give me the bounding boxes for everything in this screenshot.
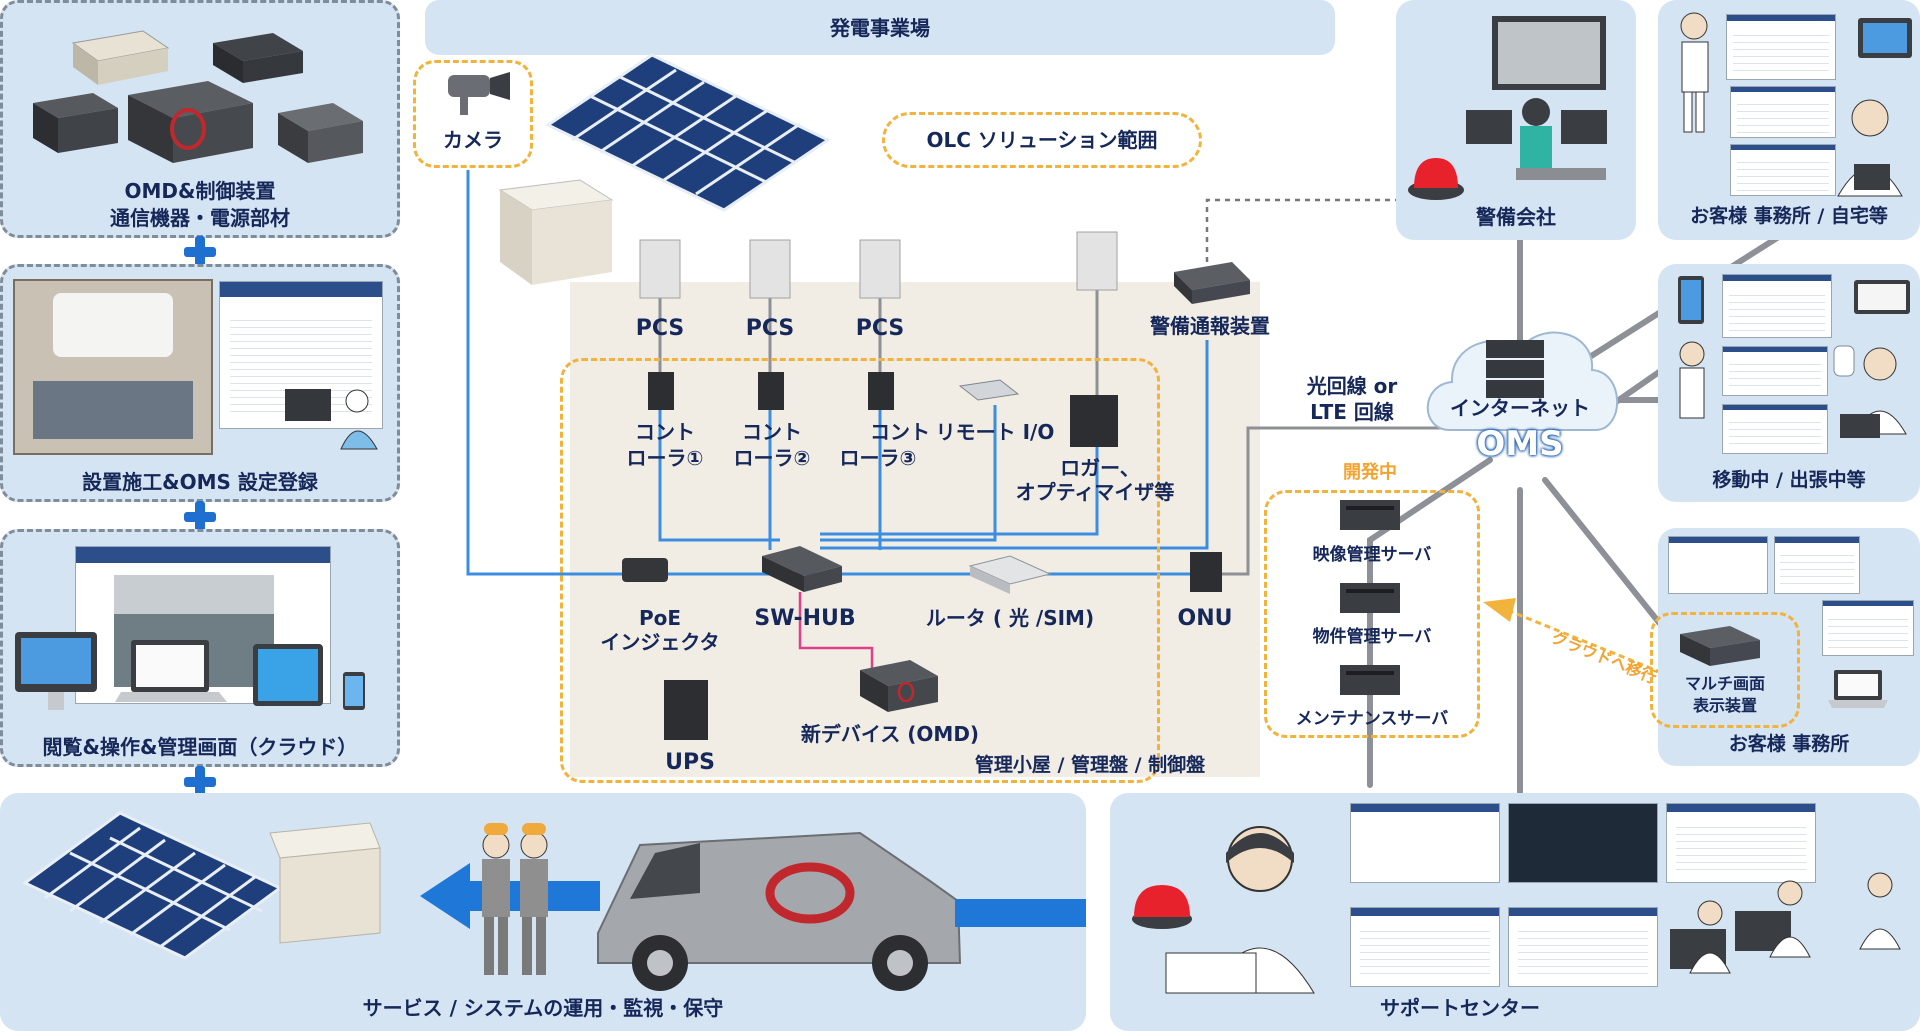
mobile-people-illustration	[1678, 276, 1910, 438]
multi-screen-device-illustration	[1680, 626, 1760, 666]
site-title-bar: 発電事業場	[425, 0, 1335, 55]
plus-icon	[180, 497, 220, 537]
server-label-maintenance: メンテナンスサーバ	[1295, 709, 1449, 729]
plus-icon	[180, 762, 220, 802]
line-label-2: LTE 回線	[1310, 400, 1394, 424]
onu-label: ONU	[1177, 606, 1233, 631]
panel-customer-office: マルチ画面 表示装置 お客様 事務所	[1650, 528, 1920, 766]
panel-support-center: サポートセンター	[1110, 793, 1920, 1031]
laptop-icon	[1828, 670, 1888, 708]
multi-screen-screenshot	[1668, 536, 1768, 594]
omd-label-line1: OMD&制御装置	[124, 179, 276, 203]
support-label: サポートセンター	[1380, 996, 1540, 1020]
new-device-label: 新デバイス (OMD)	[800, 722, 980, 746]
dev-servers-group	[1264, 490, 1480, 738]
devices-illustration	[15, 632, 365, 710]
swhub-label: SW-HUB	[754, 606, 856, 631]
camera-group	[413, 60, 533, 168]
pcs-label-2: PCS	[745, 316, 795, 341]
remote-io-label: リモート I/O	[935, 420, 1055, 444]
support-screenshot	[1350, 803, 1500, 883]
customer-office-label: お客様 事務所	[1728, 733, 1850, 755]
support-screenshot	[1508, 907, 1658, 987]
customer-home-screenshot	[1730, 144, 1836, 196]
support-screenshot	[1350, 907, 1500, 987]
view-label: 閲覧&操作&管理画面（クラウド）	[42, 735, 358, 759]
internet-label: インターネット	[1450, 396, 1590, 420]
service-label: サービス / システムの運用・監視・保守	[362, 996, 724, 1020]
ups-label: UPS	[665, 750, 715, 775]
server-label-video: 映像管理サーバ	[1312, 545, 1432, 565]
controller-1-line2: ローラ①	[626, 446, 704, 470]
install-photo	[13, 279, 213, 455]
server-label-property: 物件管理サーバ	[1312, 627, 1432, 647]
service-illustration	[22, 811, 1086, 991]
line-label-1: 光回線 or	[1306, 374, 1398, 398]
olc-scope-label: OLC ソリューション範囲	[926, 128, 1158, 152]
pcs-label-3: PCS	[855, 316, 905, 341]
panel-omd-devices: OMD&制御装置 通信機器・電源部材	[0, 0, 400, 238]
panel-install: 設置施工&OMS 設定登録	[0, 264, 400, 502]
controller-2-line1: コント	[742, 420, 802, 444]
support-screenshot	[1508, 803, 1658, 883]
panel-view-operate: 閲覧&操作&管理画面（クラウド）	[0, 529, 400, 767]
dev-label: 開発中	[1343, 462, 1397, 483]
plus-icon	[180, 232, 220, 272]
controller-3-line1: コント	[870, 420, 930, 444]
support-people-illustration	[1132, 826, 1901, 994]
mobile-screenshot	[1722, 274, 1832, 338]
security-company-label: 警備会社	[1476, 205, 1556, 229]
multi-screen-group	[1650, 612, 1800, 728]
mobile-label: 移動中 / 出張中等	[1712, 469, 1866, 491]
site-title: 発電事業場	[830, 16, 930, 40]
oms-label: OMS	[1476, 424, 1564, 464]
controller-2-line2: ローラ②	[733, 446, 811, 470]
mobile-screenshot	[1722, 346, 1828, 396]
office-home-label: お客様 事務所 / 自宅等	[1690, 205, 1888, 227]
poe-label-line1: PoE	[638, 606, 682, 630]
operator-illustration	[285, 389, 378, 450]
panel-service: サービス / システムの運用・監視・保守	[0, 793, 1086, 1031]
pcs-label-1: PCS	[635, 316, 685, 341]
camera-label: カメラ	[443, 128, 503, 152]
controller-1-line1: コント	[635, 420, 695, 444]
router-label: ルータ ( 光 /SIM)	[925, 606, 1095, 630]
logger-label-line1: ロガー、	[1060, 456, 1140, 480]
panel-security-company: 警備会社	[1396, 0, 1636, 240]
support-screenshot	[1666, 803, 1816, 883]
install-label: 設置施工&OMS 設定登録	[82, 470, 318, 494]
mobile-screenshot	[1722, 404, 1828, 454]
controller-3-line2: ローラ③	[839, 446, 917, 470]
panel-customer-home: お客様 事務所 / 自宅等	[1658, 0, 1920, 240]
multi-screen-label-line2: 表示装置	[1692, 696, 1757, 715]
logger-label-line2: オプティマイザ等	[1015, 480, 1175, 504]
customer-office-screenshot	[1822, 600, 1914, 656]
olc-scope-label-box	[882, 112, 1202, 168]
hut-label: 管理小屋 / 管理盤 / 制御盤	[974, 754, 1206, 776]
customer-home-screenshot	[1726, 14, 1836, 80]
omd-devices-illustration	[33, 30, 363, 163]
multi-screen-label-line1: マルチ画面	[1684, 674, 1765, 693]
customer-home-screenshot	[1730, 86, 1836, 138]
customer-people-illustration	[1680, 12, 1912, 197]
poe-label-line2: インジェクタ	[600, 630, 720, 654]
security-device-label: 警備通報装置	[1150, 314, 1270, 338]
customer-office-screenshot	[1774, 536, 1860, 594]
olc-scope-boundary	[560, 358, 1160, 783]
security-company-illustration	[1408, 16, 1607, 200]
omd-label-line2: 通信機器・電源部材	[110, 206, 290, 230]
panel-mobile: 移動中 / 出張中等	[1658, 264, 1920, 502]
